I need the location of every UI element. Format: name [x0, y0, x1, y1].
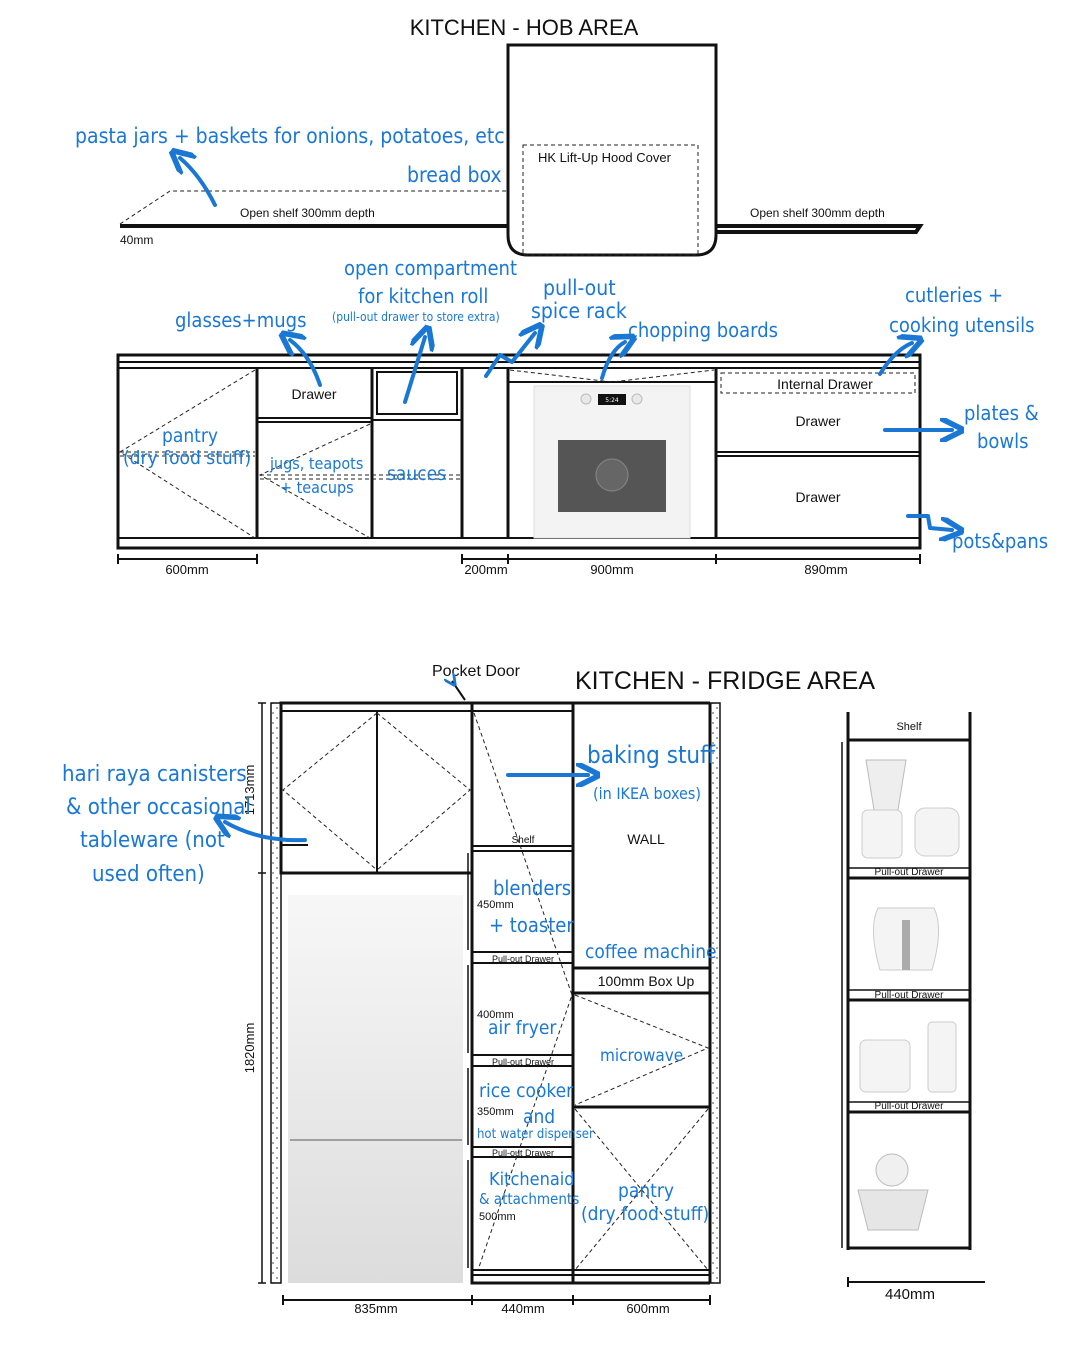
toaster-image: [914, 807, 960, 857]
svg-text:400mm: 400mm: [477, 1009, 514, 1021]
svg-text:1713mm: 1713mm: [242, 765, 257, 816]
note-bread: bread box: [407, 163, 502, 187]
svg-text:bowls: bowls: [977, 429, 1029, 453]
oven-display: 5:24: [605, 397, 619, 404]
svg-text:Pull-out Drawer: Pull-out Drawer: [492, 954, 554, 964]
base-cabinets: [116, 353, 922, 550]
svg-text:& other occasional: & other occasional: [66, 795, 251, 820]
svg-text:1820mm: 1820mm: [242, 1023, 257, 1074]
internal-drawer-label: Internal Drawer: [777, 376, 873, 392]
svg-text:& attachments: & attachments: [479, 1190, 579, 1208]
svg-text:835mm: 835mm: [354, 1301, 397, 1316]
svg-text:Shelf: Shelf: [896, 721, 922, 733]
fridge-notes: hari raya canisters & other occasional t…: [62, 741, 717, 1225]
svg-text:plates &: plates &: [964, 401, 1039, 425]
svg-text:Shelf: Shelf: [512, 835, 535, 846]
svg-text:air fryer: air fryer: [488, 1017, 557, 1039]
svg-text:WALL: WALL: [627, 831, 665, 847]
svg-text:coffee machine: coffee machine: [585, 941, 717, 963]
tall-units: [258, 701, 712, 1285]
svg-text:open compartment: open compartment: [344, 256, 517, 280]
svg-text:microwave: microwave: [600, 1046, 683, 1066]
svg-text:jugs, teapots: jugs, teapots: [269, 454, 363, 473]
mixer-image: [857, 1189, 929, 1231]
svg-text:glasses+mugs: glasses+mugs: [175, 308, 306, 332]
rice-cooker-image: [859, 1039, 911, 1093]
fridge-labels: Shelf WALL 100mm Box Up Pull-out Drawer …: [242, 765, 711, 1316]
pocket-door-label: Pocket Door: [432, 663, 521, 680]
svg-text:+ toaster: + toaster: [489, 913, 574, 937]
shelf-right-label: Open shelf 300mm depth: [750, 206, 885, 220]
svg-text:Kitchenaid: Kitchenaid: [489, 1169, 575, 1190]
svg-text:used often): used often): [92, 862, 205, 887]
svg-text:(dry food stuff): (dry food stuff): [581, 1203, 709, 1225]
oven: 5:24: [533, 385, 691, 539]
svg-text:(pull-out drawer to store extr: (pull-out drawer to store extra): [332, 310, 500, 324]
drawer-upper-label: Drawer: [795, 413, 840, 429]
svg-text:350mm: 350mm: [477, 1106, 514, 1118]
svg-text:440mm: 440mm: [501, 1301, 544, 1316]
svg-text:blenders: blenders: [493, 876, 571, 900]
fridge-title: KITCHEN - FRIDGE AREA: [575, 667, 875, 695]
svg-text:(dry food stuff): (dry food stuff): [123, 447, 251, 469]
svg-text:450mm: 450mm: [477, 899, 514, 911]
svg-text:cooking utensils: cooking utensils: [889, 313, 1035, 337]
blender-image: [865, 759, 907, 811]
svg-text:200mm: 200mm: [464, 562, 507, 577]
svg-text:cutleries +: cutleries +: [905, 283, 1003, 307]
kitchen-roll-compartment: [376, 371, 458, 415]
svg-text:100mm Box Up: 100mm Box Up: [598, 973, 695, 989]
svg-text:pantry: pantry: [618, 1180, 674, 1202]
svg-text:hot water dispenser: hot water dispenser: [477, 1127, 594, 1142]
svg-text:spice rack: spice rack: [531, 299, 627, 323]
svg-text:Pull-out Drawer: Pull-out Drawer: [875, 1101, 945, 1112]
svg-text:Pull-out Drawer: Pull-out Drawer: [492, 1057, 554, 1067]
svg-text:890mm: 890mm: [804, 562, 847, 577]
svg-text:+ teacups: + teacups: [280, 478, 354, 497]
fridge: [288, 895, 463, 1283]
svg-text:(in IKEA boxes): (in IKEA boxes): [593, 784, 701, 803]
svg-text:baking stuff: baking stuff: [587, 741, 716, 769]
svg-text:440mm: 440mm: [885, 1286, 935, 1303]
svg-text:and: and: [523, 1106, 555, 1128]
svg-text:tableware (not: tableware (not: [80, 828, 225, 853]
svg-text:for kitchen roll: for kitchen roll: [358, 284, 488, 308]
svg-text:900mm: 900mm: [590, 562, 633, 577]
internal-drawer: [720, 372, 916, 394]
svg-text:600mm: 600mm: [165, 562, 208, 577]
hood-label: HK Lift-Up Hood Cover: [538, 150, 672, 165]
svg-text:hari raya canisters: hari raya canisters: [62, 762, 247, 787]
hood-outline: [522, 144, 699, 256]
hob-dimensions: 600mm 200mm 900mm 890mm: [117, 554, 921, 577]
hob-notes: glasses+mugs open compartment for kitche…: [123, 256, 1048, 553]
svg-text:600mm: 600mm: [626, 1301, 669, 1316]
shelf-left-label: Open shelf 300mm depth: [240, 206, 375, 220]
drawer-label: Drawer: [291, 386, 336, 402]
shelf-thickness: 40mm: [120, 233, 153, 247]
note-pasta: pasta jars + baskets for onions, potatoe…: [75, 124, 505, 148]
wall-left: [270, 702, 282, 1284]
open-shelf-right: [716, 224, 924, 234]
svg-text:sauces: sauces: [387, 463, 446, 485]
svg-text:Pull-out Drawer: Pull-out Drawer: [492, 1148, 554, 1158]
svg-text:Pull-out Drawer: Pull-out Drawer: [875, 990, 945, 1001]
svg-text:Pull-out Drawer: Pull-out Drawer: [875, 867, 945, 878]
svg-text:pull-out: pull-out: [543, 276, 616, 300]
svg-text:pantry: pantry: [162, 425, 218, 447]
drawer-lower-label: Drawer: [795, 489, 840, 505]
side-elevation: Shelf Pull-out Drawer Pull-out Drawer Pu…: [841, 712, 985, 1303]
svg-text:pots&pans: pots&pans: [952, 529, 1048, 553]
svg-text:chopping boards: chopping boards: [628, 318, 778, 342]
hob-title: KITCHEN - HOB AREA: [410, 15, 639, 40]
svg-text:500mm: 500mm: [479, 1211, 516, 1223]
water-dispenser-image: [927, 1021, 957, 1093]
svg-text:rice cooker: rice cooker: [479, 1080, 574, 1102]
